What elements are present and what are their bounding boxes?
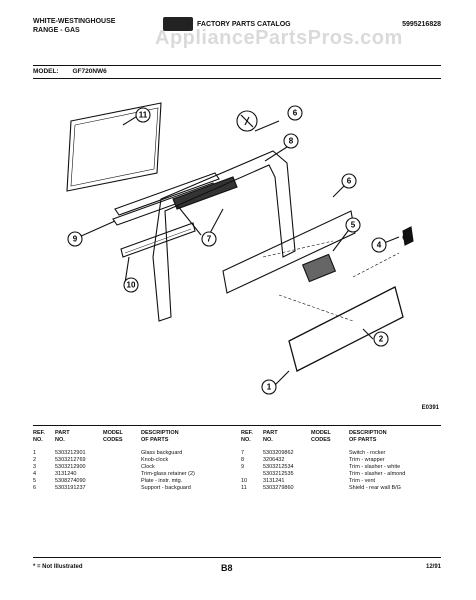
callout-9: 9	[73, 235, 78, 244]
watermark: AppliancePartsPros.com	[155, 27, 403, 49]
callout-6b: 6	[347, 177, 352, 186]
exploded-diagram: 11 6 8 6 5 4 2 1 9 7 10	[66, 102, 414, 395]
page-number: B8	[221, 563, 233, 573]
callout-1: 1	[267, 383, 272, 392]
glass-backguard-part	[66, 102, 162, 192]
parts-column-left: REF. NO. PART NO. MODEL CODES DESCRIPTIO…	[33, 430, 233, 492]
callout-8: 8	[289, 137, 294, 146]
trim-vent-part	[120, 222, 196, 258]
callout-7: 7	[207, 235, 212, 244]
footnote: * = Not Illustrated	[33, 564, 83, 570]
support-backguard-part	[152, 150, 296, 322]
parts-sheet: WHITE-WESTINGHOUSE RANGE - GAS FACTORY P…	[33, 17, 441, 579]
clock-part	[301, 253, 337, 283]
page-footer: * = Not Illustrated B8 12/91	[33, 557, 441, 573]
model-label: MODEL:	[33, 68, 59, 75]
callout-10: 10	[127, 281, 136, 290]
instrument-plate-part	[222, 210, 356, 294]
parts-header: REF. NO. PART NO. MODEL CODES DESCRIPTIO…	[241, 430, 387, 443]
model-value: GF720NW6	[72, 68, 107, 75]
callout-2: 2	[379, 335, 384, 344]
header-catalog: FACTORY PARTS CATALOG	[163, 17, 291, 31]
glass-panel-part	[288, 286, 404, 372]
model-bar: MODEL: GF720NW6	[33, 65, 441, 79]
parts-column-right: REF. NO. PART NO. MODEL CODES DESCRIPTIO…	[241, 430, 441, 492]
figure-code: E0391	[421, 405, 439, 411]
catalog-title: FACTORY PARTS CATALOG	[197, 20, 291, 28]
trim-wrapper-part	[114, 172, 220, 216]
callout-6: 6	[293, 109, 298, 118]
revision-date: 12/91	[425, 564, 441, 570]
parts-table: REF. NO. PART NO. MODEL CODES DESCRIPTIO…	[33, 425, 441, 492]
catalog-part-number: 5995216828	[402, 21, 441, 28]
header-brand: WHITE-WESTINGHOUSE RANGE - GAS	[33, 17, 115, 35]
callout-11: 11	[139, 111, 148, 120]
callout-4: 4	[377, 241, 382, 250]
brand-line-2: RANGE - GAS	[33, 27, 80, 34]
brand-line-1: WHITE-WESTINGHOUSE	[33, 18, 116, 25]
parts-header: REF. NO. PART NO. MODEL CODES DESCRIPTIO…	[33, 430, 179, 443]
callout-5: 5	[351, 221, 356, 230]
brand-logo-icon	[163, 17, 193, 31]
